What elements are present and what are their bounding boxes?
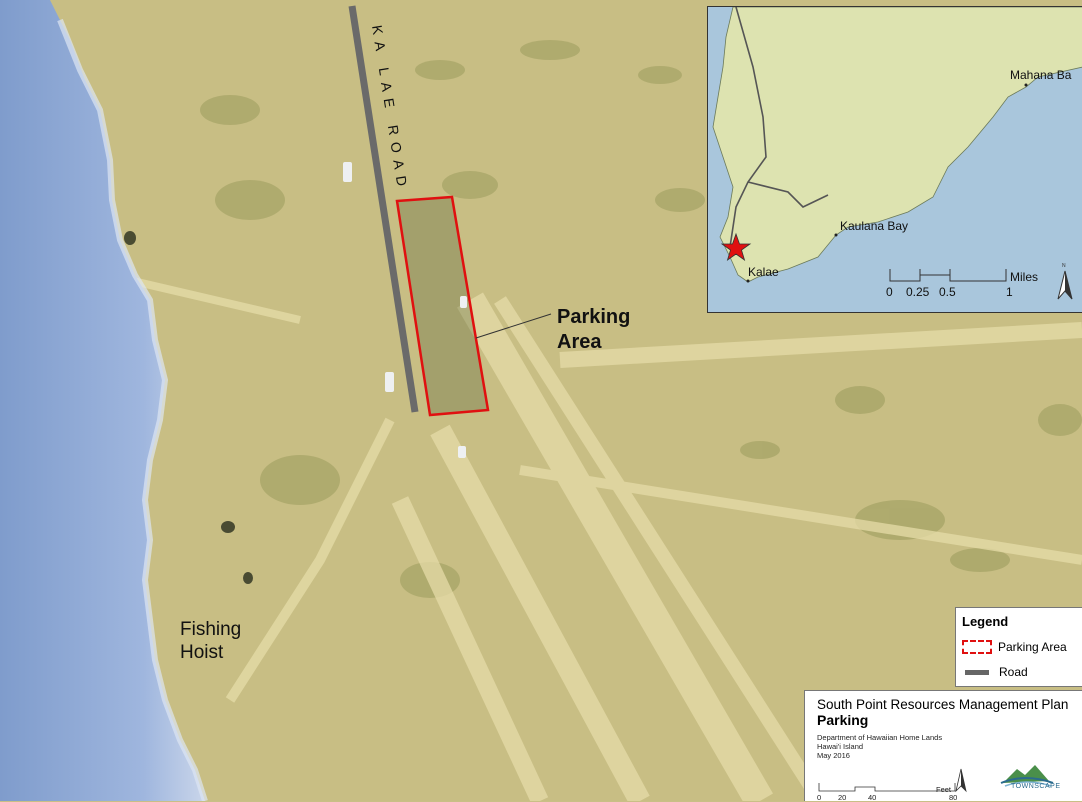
map-subtitle: Parking: [817, 712, 869, 728]
legend-item-road: Road: [962, 665, 1028, 679]
ocean: [0, 0, 205, 801]
ponds: [124, 231, 253, 584]
inset-scale-bar: [889, 269, 1007, 282]
inset-label-mahana: Mahana Ba: [1010, 68, 1072, 82]
inset-locator-map[interactable]: N Mahana Ba Kaulana Bay Kalae Miles 0 0.…: [707, 6, 1082, 313]
tb-scale-tick-3: 80: [949, 793, 958, 802]
legend-label-parking: Parking Area: [998, 640, 1067, 654]
townscape-logo-text: TOWNSCAPE: [1011, 783, 1061, 790]
north-arrow-icon: N: [1057, 263, 1073, 300]
tb-graphics: [818, 765, 1054, 793]
inset-roads: [729, 7, 829, 248]
inset-land: [712, 7, 1082, 283]
tb-line-department: Department of Hawaiian Home Lands: [817, 733, 943, 742]
plan-title: South Point Resources Management Plan: [817, 697, 1069, 712]
tb-line-date: May 2016: [817, 751, 850, 760]
tb-scale-unit: Feet: [936, 785, 952, 794]
tb-north-arrow-icon: [955, 768, 967, 793]
parking-area-outline[interactable]: [395, 195, 490, 417]
legend-item-parking: Parking Area: [962, 640, 1067, 654]
legend-label-road: Road: [999, 665, 1028, 679]
dirt-tracks: [0, 246, 1082, 801]
tb-line-island: Hawai'i Island: [817, 742, 864, 751]
tb-scale-tick-0: 0: [817, 793, 822, 802]
inset-scale-tick-0: 0: [886, 285, 893, 299]
inset-scale-unit: Miles: [1010, 270, 1039, 284]
vehicles: [343, 162, 467, 458]
fishing-hoist-label: Fishing Hoist: [180, 618, 300, 664]
inset-label-kaulana: Kaulana Bay: [840, 219, 909, 233]
tb-scale-tick-2: 40: [868, 793, 877, 802]
fishing-label-line2: Hoist: [180, 642, 224, 663]
map-legend: Legend Parking Area Road: [955, 607, 1082, 687]
parking-leader-line: [475, 313, 552, 339]
inset-place-markers: [746, 83, 1028, 283]
inset-map-graphic: N: [708, 7, 1082, 312]
location-star-icon: [720, 232, 752, 261]
parking-label-line2: Area: [557, 331, 602, 353]
tb-scale-bar: [818, 783, 956, 792]
map-title-block: South Point Resources Management Plan Pa…: [804, 690, 1082, 802]
parking-area-label: Parking Area: [557, 305, 677, 355]
inset-scale-tick-2: 0.5: [939, 285, 956, 299]
legend-title: Legend: [962, 614, 1009, 629]
townscape-logo-icon: [1000, 765, 1054, 787]
parking-label-line1: Parking: [557, 306, 631, 328]
inset-scale-tick-1: 0.25: [906, 285, 930, 299]
road-swatch-icon: [965, 669, 989, 675]
inset-scale-tick-3: 1: [1006, 285, 1013, 299]
road-line: [348, 5, 419, 413]
fishing-label-line1: Fishing: [180, 619, 242, 640]
surf-line: [57, 18, 208, 801]
tb-scale-tick-1: 20: [838, 793, 847, 802]
parking-area-swatch-icon: [962, 640, 992, 654]
north-label: N: [1062, 263, 1066, 269]
inset-label-kalae: Kalae: [748, 265, 779, 279]
vegetation-patches: [200, 40, 1082, 598]
